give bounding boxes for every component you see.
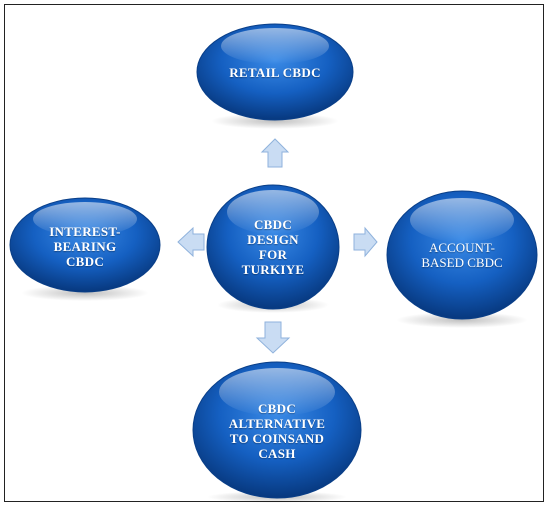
- node-left-interest-bearing: [9, 197, 161, 301]
- node-label-bottom: CBDC ALTERNATIVE TO COINSAND CASH: [228, 401, 326, 461]
- node-right-account-based: [386, 190, 538, 328]
- node-top-retail: [196, 23, 354, 129]
- node-bottom-cash-alternative: [192, 361, 362, 503]
- arrow-right: [353, 226, 378, 258]
- arrow-up: [260, 138, 290, 168]
- node-label-center: CBDC DESIGN FOR TURKIYE: [241, 217, 305, 277]
- node-label-left: INTEREST- BEARING CBDC: [49, 223, 121, 269]
- arrow-down: [255, 321, 291, 354]
- node-label-right: ACCOUNT- BASED CBDC: [421, 240, 503, 270]
- node-label-top: RETAIL CBDC: [229, 64, 321, 80]
- arrow-left: [177, 226, 205, 258]
- node-center-design: [206, 184, 340, 313]
